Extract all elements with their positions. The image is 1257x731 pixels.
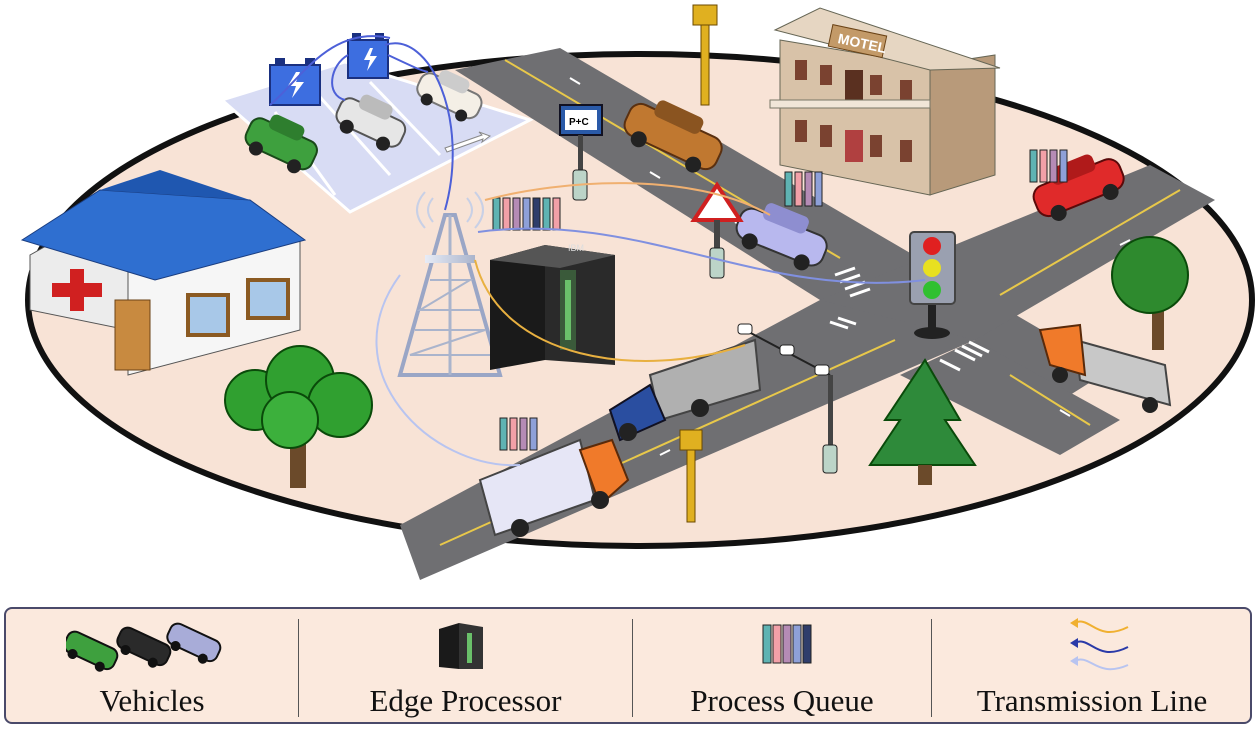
- battery-icon: [347, 33, 389, 79]
- parking-sign-label: P+C: [569, 117, 589, 128]
- deciduous-tree: [224, 345, 373, 488]
- process-queue: [492, 197, 561, 231]
- traffic-light: [909, 231, 956, 339]
- legend-divider: [298, 619, 299, 717]
- orange-car: [623, 100, 723, 173]
- legend-divider: [931, 619, 932, 717]
- queue-bar: [782, 624, 792, 664]
- legend-item-vehicles: Vehicles: [6, 609, 298, 726]
- legend-item-edge-processor: Edge Processor: [299, 609, 632, 726]
- deciduous-tree: [1111, 236, 1189, 350]
- red-cross-icon: [52, 269, 102, 311]
- street-lamp: [692, 4, 718, 106]
- smart-city-scene: MOTEL IBM: [20, 4, 1255, 580]
- gray-truck: [1038, 323, 1172, 413]
- white-car: [416, 70, 483, 122]
- process-queue-icon: [762, 624, 812, 664]
- queue-bar: [552, 197, 561, 231]
- legend-item-transmission-line: Transmission Line: [932, 609, 1252, 726]
- queue-bar: [502, 197, 511, 231]
- queue-bar: [492, 197, 501, 231]
- gray-car: [335, 94, 407, 151]
- queue-bar: [814, 171, 823, 207]
- queue-bar: [529, 417, 538, 451]
- process-queue: [784, 171, 823, 207]
- queue-bar: [522, 197, 531, 231]
- process-queue: [499, 417, 538, 451]
- queue-bar: [512, 197, 521, 231]
- vehicles-icon: [66, 622, 222, 672]
- street-lamp: [679, 429, 703, 523]
- queue-bar: [792, 624, 802, 664]
- legend-box: Vehicles Edge Processor Process Queue Tr…: [4, 607, 1252, 724]
- queue-bar: [532, 197, 541, 231]
- parking-sign: P+C: [559, 104, 603, 201]
- queue-bar: [1059, 149, 1068, 183]
- motel-building: MOTEL: [769, 7, 1001, 196]
- queue-bar: [772, 624, 782, 664]
- queue-bar: [794, 171, 803, 207]
- traffic-warning-sign: [690, 181, 744, 279]
- queue-bar: [762, 624, 772, 664]
- queue-bar: [519, 417, 528, 451]
- roadside-sensor: [737, 323, 838, 474]
- process-queue: [1029, 149, 1068, 183]
- pine-tree: [868, 358, 977, 485]
- legend-label-process-queue: Process Queue: [690, 683, 874, 718]
- queue-bar: [802, 624, 812, 664]
- queue-bar: [1029, 149, 1038, 183]
- legend-label-edge-processor: Edge Processor: [369, 683, 562, 718]
- blue-truck: [608, 338, 762, 442]
- queue-bar: [1049, 149, 1058, 183]
- green-car: [244, 114, 318, 174]
- edge-server: IBM: [490, 243, 615, 370]
- queue-bar: [542, 197, 551, 231]
- hospital-building: [20, 170, 307, 376]
- queue-bar: [509, 417, 518, 451]
- white-truck: [478, 438, 630, 537]
- queue-bar: [804, 171, 813, 207]
- queue-bar: [1039, 149, 1048, 183]
- legend-item-process-queue: Process Queue: [633, 609, 931, 726]
- transmission-line-icon: [1070, 618, 1129, 671]
- cell-tower: [397, 191, 503, 377]
- transmission-lines: [269, 35, 926, 467]
- queue-bar: [499, 417, 508, 451]
- edge-processor-icon: [439, 623, 483, 669]
- server-brand: IBM: [568, 243, 584, 253]
- queue-bar: [784, 171, 793, 207]
- legend-divider: [632, 619, 633, 717]
- battery-icon: [269, 58, 321, 106]
- legend-label-vehicles: Vehicles: [99, 683, 205, 718]
- lavender-car: [735, 203, 828, 271]
- legend-label-transmission-line: Transmission Line: [976, 683, 1208, 718]
